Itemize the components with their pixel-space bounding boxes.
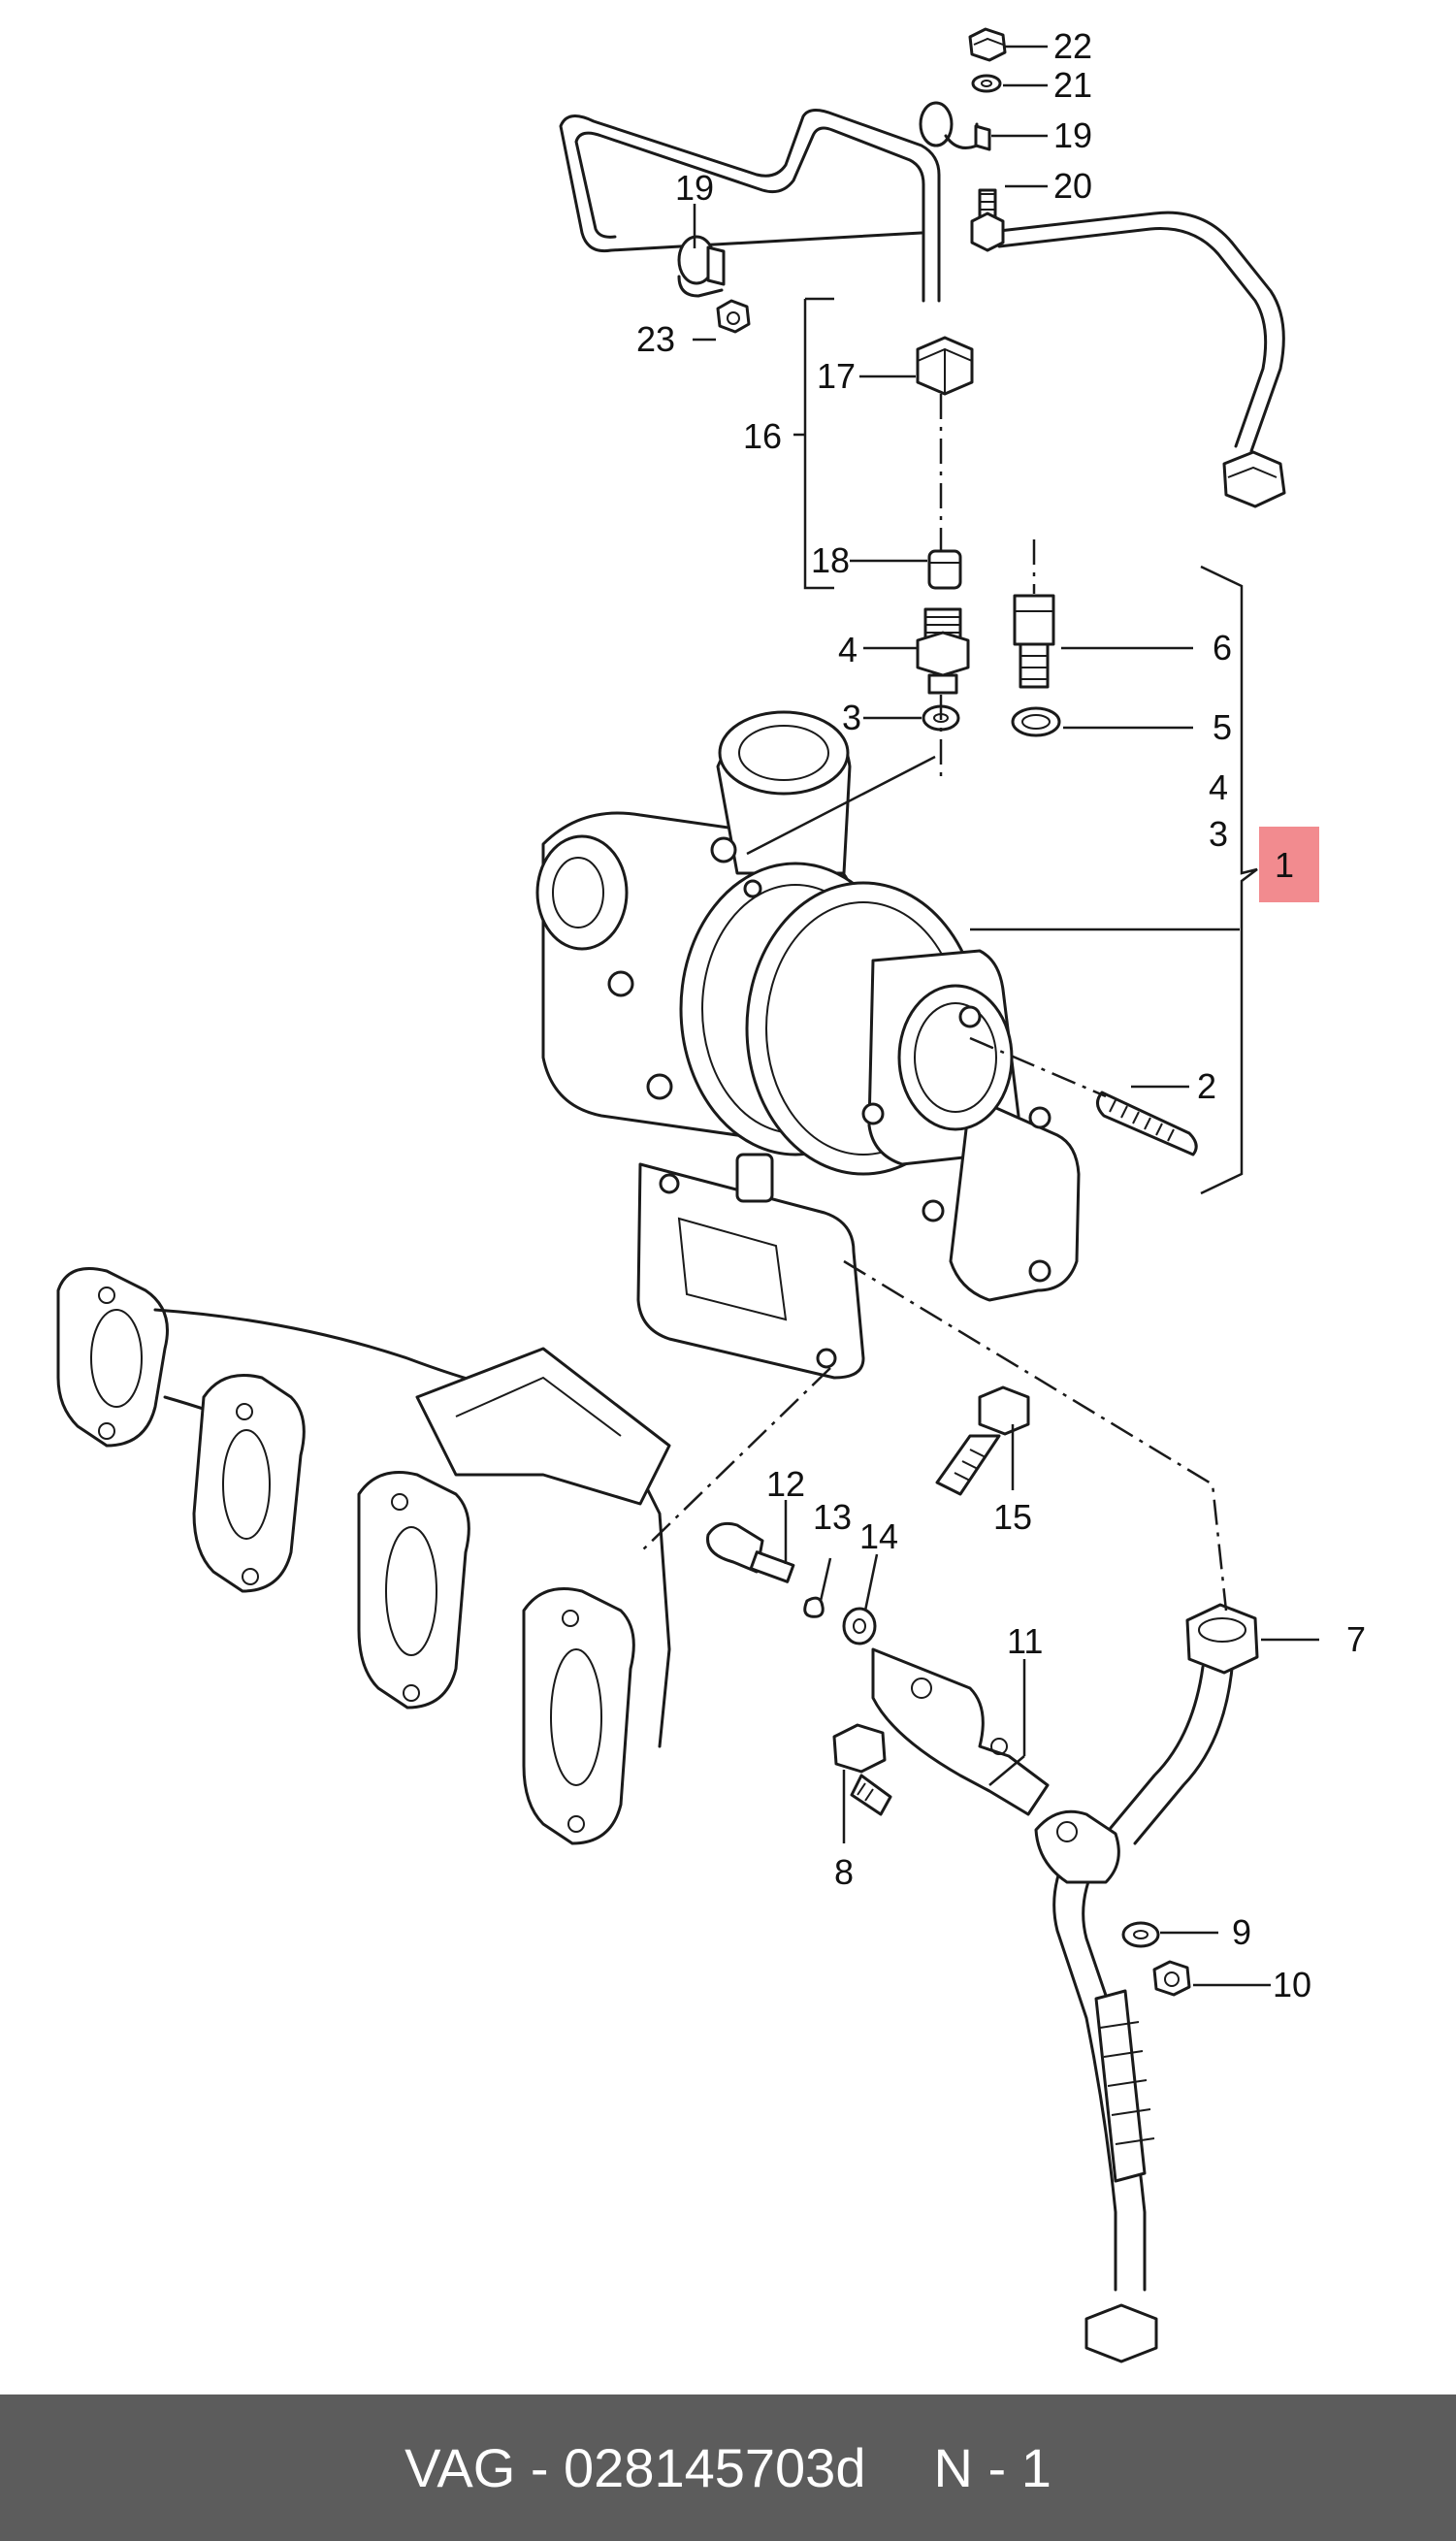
footer-part-reference: VAG - 028145703d — [404, 2437, 866, 2498]
fitting-6 — [1013, 594, 1055, 689]
callout-20: 20 — [1053, 166, 1092, 206]
union-nut-7 — [1185, 1603, 1259, 1675]
callout-18: 18 — [811, 540, 850, 580]
bolt-15 — [935, 1385, 1030, 1496]
bolt-12 — [706, 1521, 795, 1583]
callout-21: 21 — [1053, 65, 1092, 105]
callout-11: 11 — [1007, 1621, 1043, 1661]
callout-2: 2 — [1197, 1066, 1216, 1106]
callout-17: 17 — [817, 356, 856, 396]
oil-supply-pipe — [559, 109, 1285, 453]
footer-page-reference: N - 1 — [933, 2437, 1052, 2498]
nut-10 — [1152, 1960, 1191, 1997]
stud-2 — [1096, 1091, 1198, 1156]
callout-1: 1 — [1275, 845, 1294, 885]
washer-21 — [971, 74, 1002, 93]
callout-6: 6 — [1213, 628, 1232, 668]
callout-23: 23 — [636, 319, 675, 359]
union-nut-17 — [916, 336, 974, 396]
washer-9 — [1121, 1921, 1160, 1948]
oil-return-pipe — [1034, 1665, 1234, 2363]
seal-ring-5 — [1011, 706, 1061, 737]
footer-bar: VAG - 028145703d N - 1 — [0, 2394, 1456, 2541]
bracket-11 — [871, 1647, 1050, 1816]
callout-19-left: 19 — [675, 168, 714, 208]
callout-16: 16 — [743, 416, 782, 456]
banjo-bolt-20 — [970, 188, 1005, 252]
callout-3-group: 3 — [1209, 814, 1228, 854]
callout-9: 9 — [1232, 1912, 1251, 1952]
callout-14: 14 — [859, 1516, 898, 1556]
pipe-clip-upper — [919, 101, 991, 151]
assembly-line-stud — [969, 1036, 1107, 1098]
lock-ring-13 — [803, 1596, 825, 1618]
callout-22: 22 — [1053, 26, 1092, 66]
callout-15: 15 — [993, 1497, 1032, 1537]
washer-14 — [842, 1607, 877, 1645]
nut-23 — [716, 299, 751, 334]
callout-5: 5 — [1213, 707, 1232, 747]
callout-7: 7 — [1346, 1619, 1366, 1659]
callout-13: 13 — [813, 1497, 852, 1537]
hex-nut-22 — [968, 27, 1007, 62]
callout-8: 8 — [834, 1852, 854, 1892]
callout-4-group: 4 — [1209, 767, 1228, 807]
callout-12: 12 — [766, 1464, 805, 1504]
callout-10: 10 — [1273, 1965, 1311, 2004]
callout-19-right: 19 — [1053, 115, 1092, 155]
turbocharger-1 — [535, 710, 1081, 1380]
adapter-4 — [916, 607, 970, 695]
exhaust-manifold — [56, 1267, 671, 1845]
banjo-union-nut — [1222, 450, 1286, 508]
bolt-8 — [832, 1723, 892, 1816]
callout-1-highlight — [1259, 827, 1319, 902]
leader-lines — [693, 45, 1319, 1987]
callout-4-upper: 4 — [838, 630, 857, 669]
callout-3-upper: 3 — [842, 698, 861, 737]
assembly-line-return — [843, 1259, 1228, 1612]
turbocharger-exploded-diagram: 1 2 3 3 4 4 5 6 7 8 9 10 11 12 13 14 15 … — [56, 26, 1366, 2363]
fitting-18 — [927, 549, 962, 590]
pipe-clip-left — [677, 235, 726, 298]
